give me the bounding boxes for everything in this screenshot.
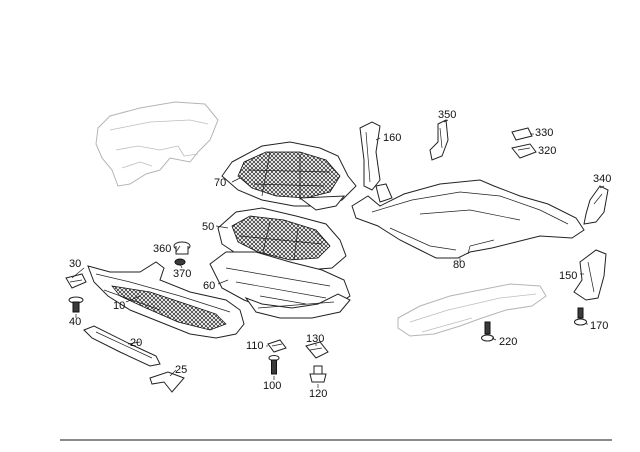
callout-330: 330: [535, 127, 553, 139]
part-100-bolt: [268, 355, 280, 375]
callout-160: 160: [383, 132, 401, 144]
callout-340: 340: [593, 173, 611, 185]
callout-30: 30: [69, 258, 81, 270]
callout-10: 10: [113, 300, 125, 312]
part-160-vertical-bracket: [359, 121, 381, 191]
callout-20: 20: [130, 337, 142, 349]
part-340-bracket: [583, 185, 609, 225]
part-130-clip: [305, 341, 329, 359]
callout-40: 40: [69, 316, 81, 328]
callout-360: 360: [153, 243, 171, 255]
callout-370: 370: [173, 268, 191, 280]
part-25-small-bracket: [149, 371, 185, 393]
part-20-front-strip: [83, 325, 161, 367]
part-110-clip: [267, 339, 287, 353]
part-330-clip: [511, 127, 533, 141]
callout-labels: 10 20 25 30 40 50 60 70 80 100 110 120 1…: [69, 109, 611, 400]
part-10-front-underguard: [87, 261, 245, 339]
part-220-screw: [481, 321, 494, 342]
callout-70: 70: [214, 177, 226, 189]
callout-320: 320: [538, 145, 556, 157]
part-370-nut: [174, 258, 186, 266]
callout-80: 80: [453, 259, 465, 271]
part-350-bracket: [429, 119, 449, 161]
ghost-bracket-upper-left: [95, 101, 219, 187]
callout-50: 50: [202, 221, 214, 233]
callout-25: 25: [175, 364, 187, 376]
callout-150: 150: [559, 270, 577, 282]
part-320-clip: [511, 143, 537, 159]
part-170-screw: [574, 307, 587, 326]
callout-130: 130: [306, 333, 324, 345]
callout-350: 350: [438, 109, 456, 121]
callout-120: 120: [309, 388, 327, 400]
part-150-pillar-bracket: [573, 249, 607, 301]
part-120-stud: [309, 365, 327, 383]
ghost-side-sill: [397, 283, 547, 337]
part-70-underbody-panel-upper: [221, 141, 357, 211]
part-30-clip: [65, 273, 87, 289]
callout-110: 110: [246, 340, 264, 352]
part-40-screw: [68, 296, 84, 313]
callout-60: 60: [203, 280, 215, 292]
part-360-grommet: [173, 241, 191, 255]
callout-170: 170: [590, 320, 608, 332]
callout-100: 100: [263, 380, 281, 392]
leader-lines: [71, 119, 605, 388]
part-60-underbody-panel-lower: [209, 251, 351, 319]
part-80-rear-underbody-panel: [351, 179, 585, 259]
callout-220: 220: [499, 336, 517, 348]
